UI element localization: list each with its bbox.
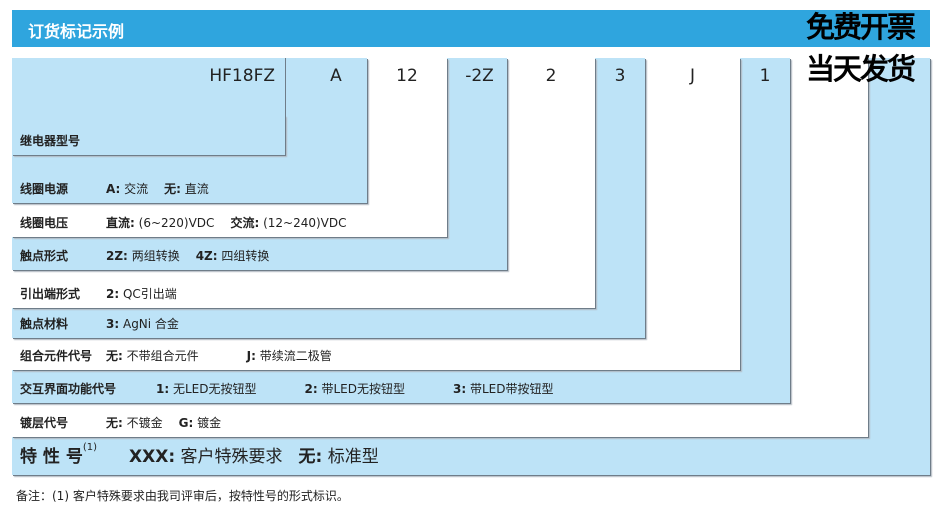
option-code: 2Z: [106,249,128,263]
row-box: 继电器型号 [12,115,285,155]
row: 交互界面功能代号 1: 无LED无按钮型 2: 带LED无按钮型 3: 带LED带按钮… [20,380,554,397]
promo-overlay: 免费开票当天发货 [806,6,916,90]
row-option: 直流: (6~220)VDC [106,214,214,231]
promo-line1: 免费开票 [806,10,916,44]
row: 触点形式 2Z: 两组转换 4Z: 四组转换 [20,247,269,264]
option-text: 两组转换 [131,249,180,263]
option-text: 交流 [124,182,149,196]
option-code: 1: [156,382,170,396]
row-label: 组合元件代号 [20,349,93,363]
row-option: 无: 直流 [164,180,209,197]
code-segment: -2Z [465,66,494,86]
row: 线圈电压 直流: (6~220)VDC 交流: (12~240)VDC [20,214,347,231]
row-option: A: 交流 [106,180,148,197]
option-text: 客户特殊要求 [180,447,283,467]
code-segment: J [689,66,695,86]
model-cell [168,58,285,118]
code-segment: A [330,66,342,86]
option-code: 4Z: [195,249,218,263]
row-option: 2: QC引出端 [106,285,177,302]
option-text: AgNi 合金 [122,317,179,331]
row-label: 引出端形式 [20,287,81,301]
option-text: 无LED无按钮型 [172,382,257,396]
row-option: 3: AgNi 合金 [106,315,179,332]
row-label: 特 性 号 [20,447,83,467]
row-label: 交互界面功能代号 [20,382,117,396]
option-code: G: [178,416,194,430]
option-text: 带LED无按钮型 [321,382,405,396]
row-option: J: 带续流二极管 [247,347,332,364]
promo-line2: 当天发货 [806,52,916,86]
row-option: 交流: (12~240)VDC [230,214,346,231]
option-code: 3: [453,382,467,396]
option-code: 无: [106,416,123,430]
row-option: XXX: 客户特殊要求 [129,442,283,467]
code-segment: 2 [545,66,557,86]
row-option: G: 镀金 [179,414,222,431]
row: 镀层代号 无: 不镀金 G: 镀金 [20,414,221,431]
option-text: QC引出端 [122,287,177,301]
footnote-marker: (1) [82,442,98,453]
row: 组合元件代号无: 不带组合元件 J: 带续流二极管 [20,347,332,364]
code-segment: 1 [759,66,771,86]
option-code: 2: [304,382,318,396]
section-title: 订货标记示例 [28,22,125,41]
section-header: 订货标记示例 [12,10,930,47]
row-label: 触点形式 [20,249,69,263]
option-code: 2: [106,287,120,301]
row-option: 1: 无LED无按钮型 [156,380,257,397]
row-option: 无: 不带组合元件 [106,347,199,364]
code-segment: 3 [614,66,626,86]
option-code: 交流: [230,216,260,230]
code-segment: HF18FZ [209,66,275,86]
option-code: 无: [298,447,323,467]
row-option: 3: 带LED带按钮型 [453,380,554,397]
row-label: 线圈电源 [20,182,69,196]
option-text: 不带组合元件 [126,349,199,363]
row-option: 无: 标准型 [299,442,379,467]
footnote: 备注：(1) 客户特殊要求由我司评审后，按特性号的形式标识。 [16,489,349,503]
row-option: 4Z: 四组转换 [196,247,270,264]
option-code: XXX: [129,447,176,467]
option-text: 四组转换 [221,249,270,263]
row-label: 触点材料 [20,317,69,331]
option-text: 不镀金 [126,416,163,430]
option-text: (12~240)VDC [263,216,347,230]
row: 继电器型号 [20,132,98,149]
row-option: 无: 不镀金 [106,414,163,431]
row-option: 2: 带LED无按钮型 [305,380,406,397]
row-option: 2Z: 两组转换 [106,247,180,264]
option-text: (6~220)VDC [138,216,215,230]
row: 引出端形式 2: QC引出端 [20,285,177,302]
option-code: 无: [106,349,123,363]
row-label: 线圈电压 [20,216,69,230]
code-segment: 12 [396,66,418,86]
option-code: 3: [106,317,120,331]
row-label: 继电器型号 [20,134,81,148]
option-code: A: [106,182,121,196]
option-text: 带续流二极管 [259,349,332,363]
option-text: 带LED带按钮型 [469,382,554,396]
row-label: 镀层代号 [20,416,69,430]
option-text: 镀金 [197,416,222,430]
option-text: 标准型 [327,447,379,467]
row: 触点材料 3: AgNi 合金 [20,315,179,332]
option-code: 直流: [106,216,135,230]
row: 特 性 号(1) XXX: 客户特殊要求无: 标准型 [20,442,379,467]
option-code: 无: [164,182,181,196]
option-code: J: [246,349,256,363]
option-text: 直流 [184,182,209,196]
